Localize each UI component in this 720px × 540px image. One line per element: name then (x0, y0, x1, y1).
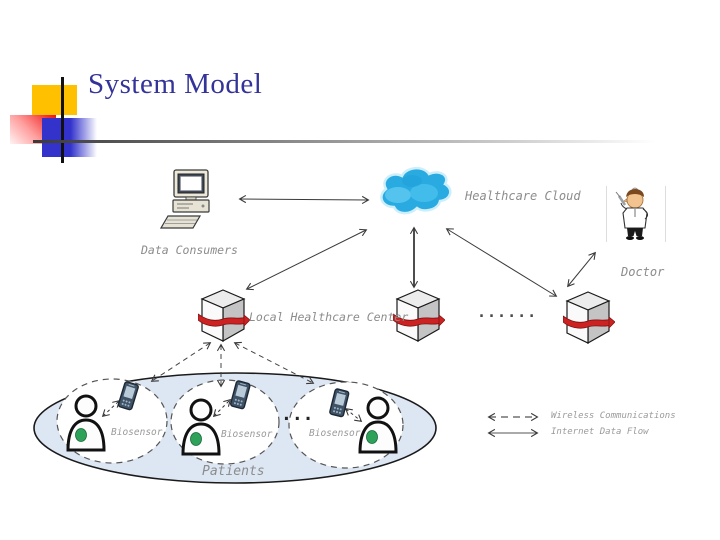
person-icon-2 (177, 398, 225, 456)
arrow-cloud-center3 (445, 228, 558, 297)
legend-internet-label: Internet Data Flow (551, 427, 649, 437)
phone-icon-1 (115, 380, 143, 415)
patients-label: Patients (202, 464, 265, 479)
person-icon-3 (354, 396, 402, 454)
server-icon-1 (198, 289, 250, 343)
server-icon-3 (563, 291, 615, 345)
cloud-icon (374, 163, 454, 221)
arrow-consumers-cloud (238, 194, 370, 205)
local-healthcare-center-label: Local Healthcare Center (249, 310, 409, 324)
biosensor-label-3: Biosensor (309, 428, 361, 439)
doctor-icon (606, 186, 666, 242)
data-consumers-label: Data Consumers (141, 243, 238, 257)
biosensor-label-2: Biosensor (221, 429, 273, 440)
decor-blue-square (42, 118, 97, 157)
decor-yellow-square (32, 85, 77, 115)
person-icon-1 (62, 394, 110, 452)
arrow-center1-cloud (245, 228, 368, 291)
arrow-person1-phone1 (101, 399, 121, 418)
patient-ellipsis: ... (281, 404, 314, 425)
phone-icon-2 (227, 379, 254, 413)
server-icon-2 (393, 289, 445, 343)
legend-wireless-label: Wireless Communications (551, 411, 676, 421)
server-ellipsis: ...... (477, 303, 538, 321)
decor-vertical-line (61, 77, 64, 163)
arrow-center1-patient1 (150, 342, 212, 382)
biosensor-label-1: Biosensor (111, 427, 163, 438)
arrow-center1-patient3 (233, 341, 315, 385)
arrow-person2-phone2 (212, 398, 232, 418)
page-title: System Model (88, 68, 263, 100)
healthcare-cloud-label: Healthcare Cloud (465, 189, 581, 203)
decor-horizontal-rule (33, 140, 675, 143)
arrow-doctor-center3 (567, 251, 596, 288)
doctor-label: Doctor (621, 265, 665, 279)
computer-icon (160, 168, 218, 234)
phone-icon-3 (327, 387, 354, 421)
